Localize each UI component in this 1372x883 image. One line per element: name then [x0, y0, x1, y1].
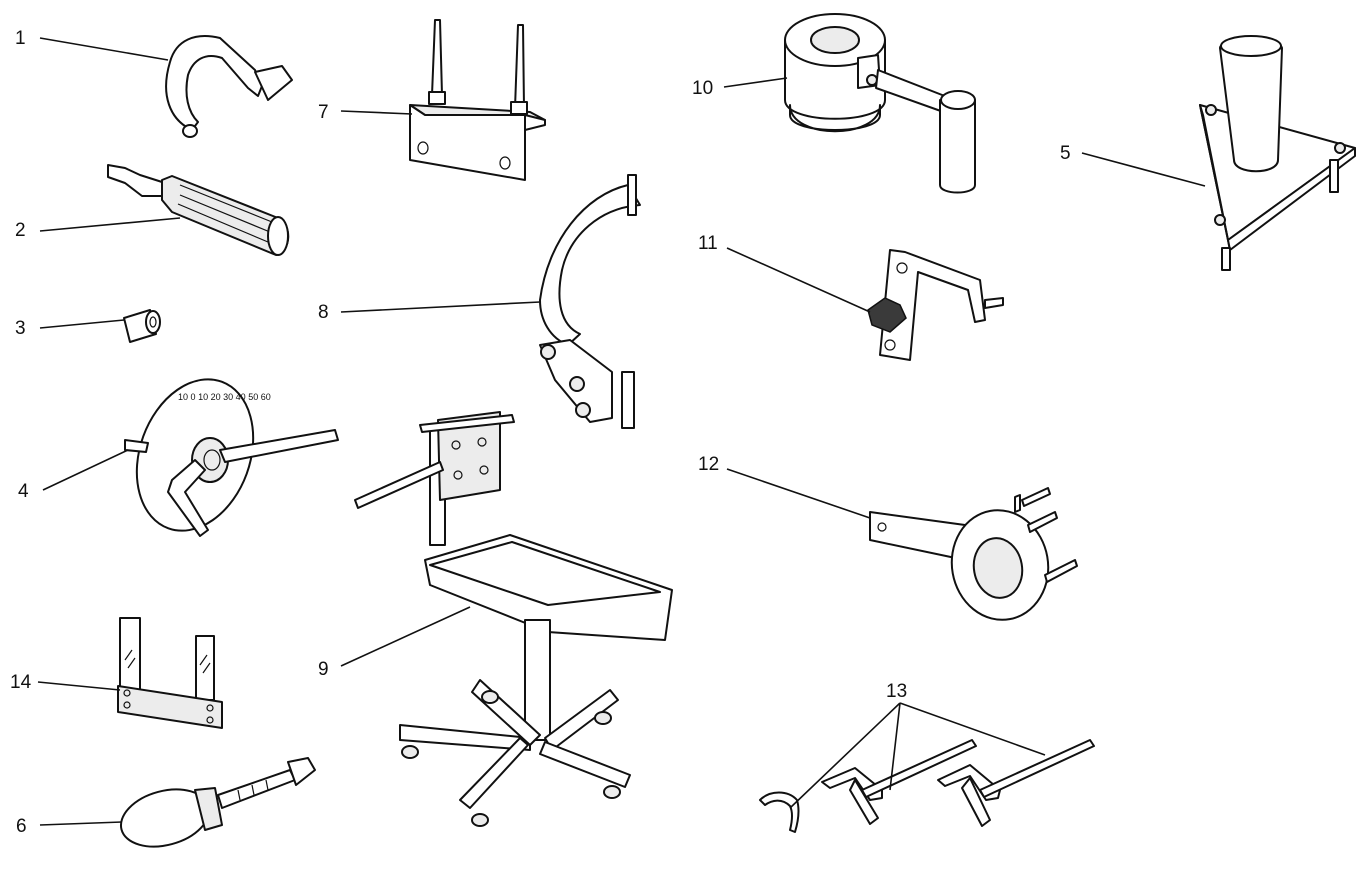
label-12: 12	[698, 454, 719, 475]
leader-5	[1081, 152, 1206, 187]
tool-3-sleeve	[123, 309, 161, 343]
label-8: 8	[318, 302, 329, 323]
label-11: 11	[698, 233, 718, 254]
leader-4	[42, 449, 129, 491]
leader-7	[340, 110, 413, 115]
label-2: 2	[15, 220, 26, 241]
label-3: 3	[15, 318, 26, 339]
leader-2	[39, 217, 181, 232]
leader-6	[39, 821, 123, 826]
degree-marks: 10 0 10 20 30 40 50 60	[178, 392, 271, 402]
leader-13	[789, 702, 1046, 809]
tool-10-sleeve-arm	[784, 13, 976, 194]
leader-11	[726, 247, 871, 313]
tool-14-fork-gauge	[117, 617, 223, 729]
tool-7-pin-plate	[409, 19, 546, 181]
leader-10	[723, 77, 788, 88]
tool-12-ring-pins	[869, 487, 1078, 621]
label-9: 9	[318, 659, 329, 680]
leader-9	[340, 606, 471, 667]
leader-12	[726, 468, 871, 519]
tool-1-hook	[165, 35, 293, 138]
leader-14	[37, 681, 121, 691]
label-1: 1	[15, 28, 26, 49]
tool-9-engine-stand	[354, 411, 673, 827]
label-6: 6	[16, 816, 27, 837]
label-10: 10	[692, 78, 713, 99]
tool-6-strap-wrench	[119, 757, 316, 848]
tool-11-knob-bracket	[867, 249, 1004, 361]
leader-8	[340, 301, 541, 313]
leader-3	[39, 319, 125, 329]
tool-2-handle	[107, 164, 290, 256]
tool-4-degree-wheel: 10 0 10 20 30 40 50 60	[124, 378, 339, 537]
leader-1	[39, 37, 169, 61]
tool-8-bracket	[539, 174, 641, 429]
label-13: 13	[886, 681, 907, 702]
tool-5-triangle-plate	[1199, 35, 1356, 271]
label-4: 4	[18, 481, 29, 502]
label-14: 14	[10, 672, 32, 693]
label-7: 7	[318, 102, 329, 123]
label-5: 5	[1060, 143, 1071, 164]
